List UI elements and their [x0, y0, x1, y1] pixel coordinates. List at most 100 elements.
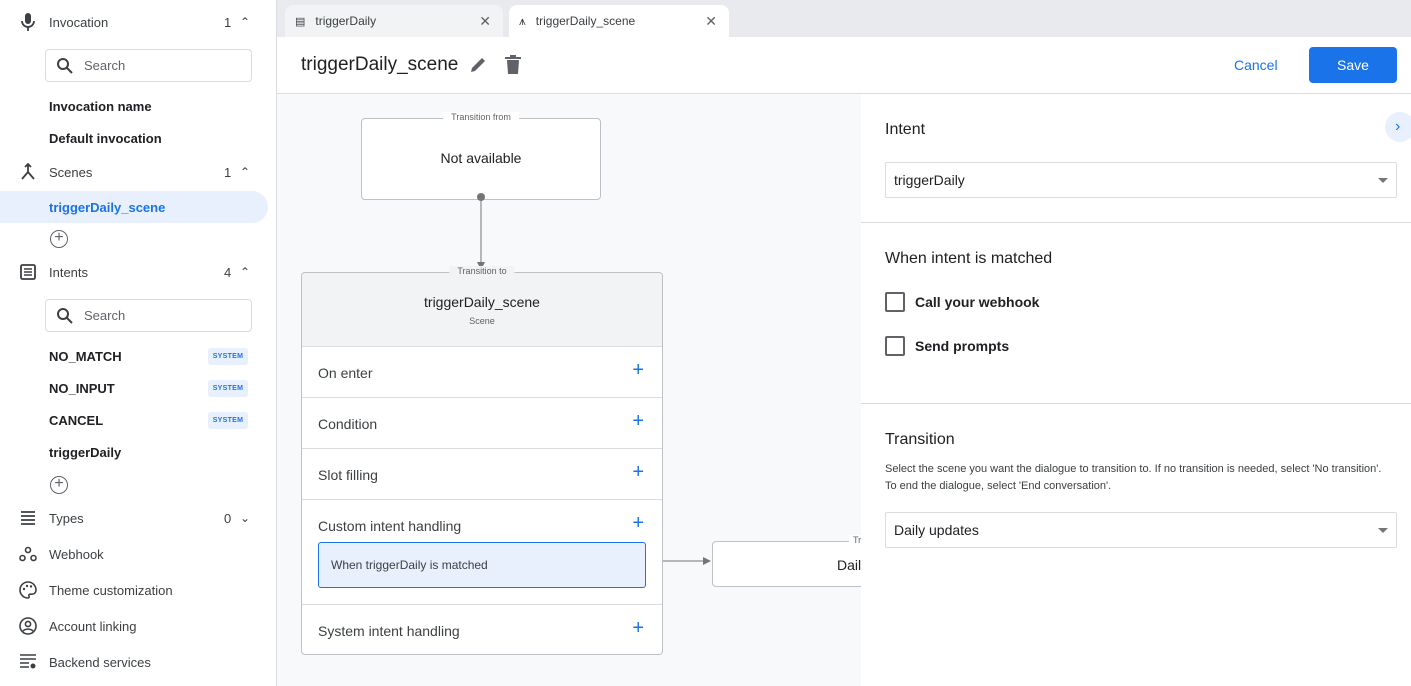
scene-box: Transition to triggerDaily_scene Scene O… [301, 266, 663, 655]
sidebar-section-invocation[interactable]: Invocation 1 ⌃ [0, 7, 276, 37]
transition-heading: Transition [885, 431, 955, 448]
sidebar-item-default-invocation[interactable]: Default invocation [49, 131, 162, 146]
sidebar-item-webhook[interactable]: Webhook [0, 539, 276, 569]
dropdown-arrow-icon [1378, 178, 1388, 183]
scene-box-header [302, 273, 662, 346]
sidebar-item-backend-services[interactable]: Backend services [0, 647, 276, 677]
search-placeholder: Search [84, 58, 126, 73]
section-count: 4 [224, 264, 232, 280]
sidebar-item-intent[interactable]: NO_MATCH [49, 349, 122, 364]
tab-triggerdaily-scene[interactable]: ⩚ triggerDaily_scene ✕ [509, 5, 729, 37]
tab-triggerdaily[interactable]: ▤ triggerDaily ✕ [285, 5, 503, 37]
box-caption: Transition to [449, 266, 515, 276]
chevron-up-icon[interactable]: ⌃ [240, 165, 251, 179]
intent-handler-item[interactable]: When triggerDaily is matched [318, 542, 646, 588]
chevron-right-icon[interactable]: › [1385, 112, 1411, 142]
section-label: Invocation [49, 14, 109, 30]
search-icon [57, 307, 73, 324]
microphone-icon [18, 12, 38, 32]
transition-from-text: Not available [440, 150, 522, 166]
system-badge: SYSTEM [208, 380, 248, 397]
divider [861, 403, 1411, 404]
sidebar-section-types[interactable]: Types 0 ⌄ [0, 503, 276, 533]
search-placeholder: Search [84, 308, 126, 323]
delete-trash-icon[interactable] [505, 55, 521, 75]
row-custom-intent-handling[interactable]: Custom intent handling + When triggerDail… [302, 499, 662, 604]
tab-label: triggerDaily [315, 14, 377, 28]
tab-bar: ▤ triggerDaily ✕ ⩚ triggerDaily_scene ✕ [277, 0, 1411, 37]
row-label: Slot filling [318, 467, 378, 483]
palette-icon [18, 580, 38, 600]
box-caption: Tr [849, 535, 861, 545]
edit-pencil-icon[interactable] [469, 56, 487, 74]
link-label: Webhook [49, 546, 104, 562]
call-webhook-checkbox[interactable] [885, 292, 905, 312]
sidebar-section-scenes[interactable]: Scenes 1 ⌃ [0, 157, 276, 187]
add-icon[interactable]: + [632, 461, 644, 483]
section-count: 1 [224, 14, 232, 30]
checkbox-label: Send prompts [915, 338, 1010, 354]
cancel-button[interactable]: Cancel [1234, 57, 1278, 73]
sidebar: Invocation 1 ⌃ Search Invocation name De… [0, 0, 277, 686]
close-icon[interactable]: ✕ [705, 12, 717, 29]
add-icon[interactable]: + [632, 617, 644, 639]
scene-icon: ⩚ [519, 13, 526, 28]
save-button[interactable]: Save [1309, 47, 1397, 83]
link-label: Theme customization [49, 582, 173, 598]
sidebar-item-theme-customization[interactable]: Theme customization [0, 575, 276, 605]
invocation-search-input[interactable]: Search [45, 49, 252, 82]
scene-icon [18, 162, 38, 182]
section-label: Intents [49, 264, 89, 280]
tab-label: triggerDaily_scene [535, 14, 636, 28]
webhook-icon [18, 544, 38, 564]
intent-heading: Intent [885, 121, 926, 138]
intent-icon: ▤ [295, 15, 306, 28]
add-intent-button[interactable]: + [50, 476, 68, 494]
sidebar-item-invocation-name[interactable]: Invocation name [49, 99, 152, 114]
select-value: Daily updates [894, 522, 979, 538]
transition-select[interactable]: Daily updates [885, 512, 1397, 548]
row-slot-filling[interactable]: Slot filling + [302, 448, 662, 499]
section-label: Scenes [49, 164, 93, 180]
intent-properties-panel: › Intent triggerDaily When intent is mat… [861, 94, 1411, 686]
backend-settings-icon [18, 652, 38, 672]
sidebar-section-intents[interactable]: Intents 4 ⌃ [0, 257, 276, 287]
sidebar-item-triggerdaily-scene[interactable]: triggerDaily_scene [0, 191, 268, 223]
chevron-up-icon[interactable]: ⌃ [240, 265, 251, 279]
row-label: Condition [318, 416, 378, 432]
transition-description: Select the scene you want the dialogue t… [885, 463, 1382, 492]
add-icon[interactable]: + [632, 512, 644, 534]
sidebar-item-account-linking[interactable]: Account linking [0, 611, 276, 641]
row-label: Custom intent handling [318, 518, 462, 534]
link-label: Account linking [49, 618, 137, 634]
add-icon[interactable]: + [632, 359, 644, 381]
send-prompts-checkbox[interactable] [885, 336, 905, 356]
link-label: Backend services [49, 654, 151, 670]
add-icon[interactable]: + [632, 410, 644, 432]
close-icon[interactable]: ✕ [479, 12, 491, 29]
row-label: System intent handling [318, 623, 460, 639]
sidebar-item-intent[interactable]: triggerDaily [49, 445, 122, 460]
intent-select[interactable]: triggerDaily [885, 162, 1397, 198]
sidebar-item-intent[interactable]: NO_INPUT [49, 381, 115, 396]
chevron-down-icon[interactable]: ⌄ [240, 511, 251, 525]
system-badge: SYSTEM [208, 348, 248, 365]
handler-label: When triggerDaily is matched [331, 558, 488, 572]
add-scene-button[interactable]: + [50, 230, 68, 248]
section-count: 1 [224, 164, 232, 180]
scene-header: triggerDaily_scene Cancel Save [277, 37, 1411, 94]
intents-search-input[interactable]: Search [45, 299, 252, 332]
row-condition[interactable]: Condition + [302, 397, 662, 448]
intent-icon [18, 262, 38, 282]
row-on-enter[interactable]: On enter+ [302, 346, 662, 397]
select-value: triggerDaily [894, 172, 965, 188]
account-circle-icon [18, 616, 38, 636]
transition-target-box[interactable]: Tr Dail [712, 535, 861, 587]
row-system-intent-handling[interactable]: System intent handling + [302, 604, 662, 655]
sidebar-item-intent[interactable]: CANCEL [49, 413, 104, 428]
divider [861, 222, 1411, 223]
transition-from-box: Transition from Not available [361, 112, 601, 200]
save-label: Save [1337, 57, 1369, 73]
search-icon [57, 57, 73, 74]
chevron-up-icon[interactable]: ⌃ [240, 15, 251, 29]
